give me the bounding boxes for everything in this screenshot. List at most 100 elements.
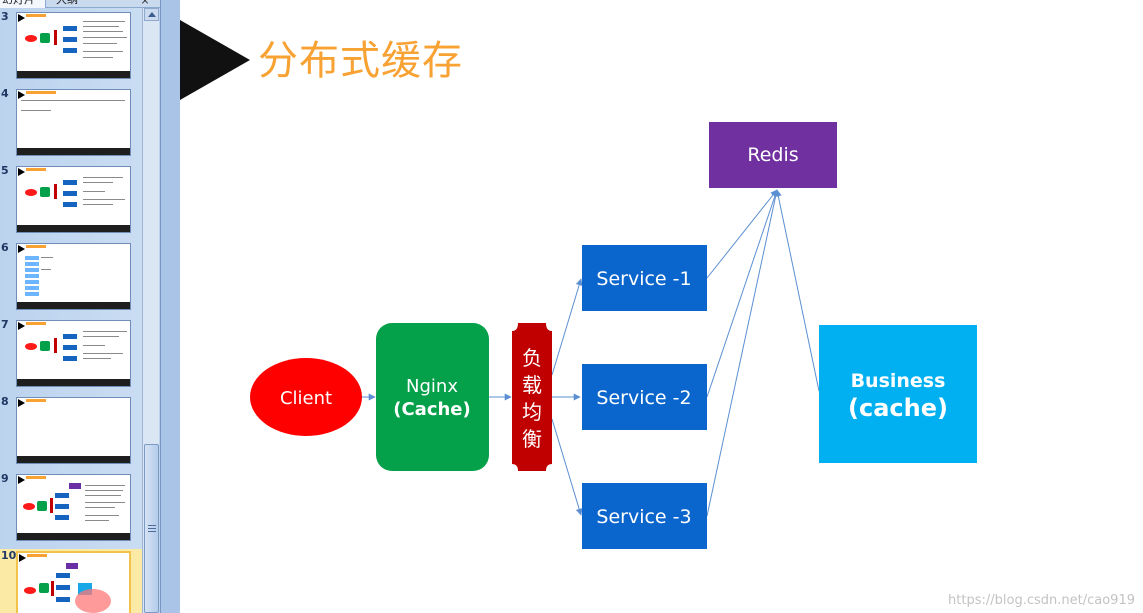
thumbnail-row[interactable]: 3 bbox=[0, 10, 142, 82]
thumbnail-row-selected[interactable]: 10 bbox=[0, 549, 142, 613]
thumb-shape bbox=[51, 581, 54, 596]
thumb-title bbox=[26, 245, 46, 248]
thumb-text-line bbox=[85, 515, 119, 516]
client-node[interactable] bbox=[250, 358, 362, 436]
slide-title[interactable]: 分布式缓存 bbox=[258, 38, 463, 84]
service-1-node[interactable] bbox=[582, 245, 707, 311]
slide-thumbnail[interactable] bbox=[16, 243, 131, 310]
load-balancer-char: 负 bbox=[522, 346, 542, 370]
thumbnail-row[interactable]: 6 bbox=[0, 241, 142, 313]
thumb-shape bbox=[25, 292, 39, 296]
slide-thumbnail[interactable] bbox=[16, 12, 131, 79]
thumb-text-line bbox=[85, 502, 125, 503]
thumb-shape bbox=[63, 191, 77, 196]
thumb-shape bbox=[56, 585, 70, 590]
thumb-shape bbox=[56, 573, 70, 578]
triangle-icon bbox=[18, 168, 25, 176]
triangle-icon bbox=[18, 91, 25, 99]
service-2-node[interactable] bbox=[582, 364, 707, 430]
connector-service2-redis bbox=[706, 189, 779, 398]
thumb-shape bbox=[69, 483, 81, 489]
load-balancer-node[interactable] bbox=[512, 323, 552, 471]
slide-thumbnail[interactable] bbox=[16, 320, 131, 387]
thumb-text-line bbox=[83, 177, 123, 178]
thumb-shape bbox=[37, 501, 47, 511]
thumb-text-line bbox=[83, 182, 113, 183]
service-3-label: Service -3 bbox=[596, 506, 691, 528]
thumbnail-row[interactable]: 8 bbox=[0, 395, 142, 467]
slide-thumbnail[interactable] bbox=[16, 474, 131, 541]
thumbnail-row[interactable]: 9 bbox=[0, 472, 142, 544]
slide-thumbnail[interactable] bbox=[16, 166, 131, 233]
slide-number: 7 bbox=[1, 318, 9, 331]
tab-slides[interactable]: 幻灯片 bbox=[0, 0, 46, 8]
thumb-text-line bbox=[85, 485, 125, 486]
thumb-footer bbox=[17, 456, 130, 463]
thumb-text-line bbox=[83, 191, 105, 192]
thumbnail-row[interactable]: 5 bbox=[0, 164, 142, 236]
thumb-title bbox=[26, 476, 46, 479]
slide-number: 4 bbox=[1, 87, 9, 100]
thumbnail-row[interactable]: 4 bbox=[0, 87, 142, 159]
nginx-node[interactable] bbox=[376, 323, 489, 471]
slide-number: 6 bbox=[1, 241, 9, 254]
thumb-footer bbox=[17, 148, 130, 155]
watermark-text: https://blog.csdn.net/cao919 bbox=[948, 593, 1135, 608]
load-balancer-char: 均 bbox=[522, 400, 542, 424]
architecture-diagram: Client Nginx (Cache) 负 载 均 衡 Service -1 … bbox=[250, 122, 977, 549]
service-2-label: Service -2 bbox=[596, 387, 691, 409]
slide-number: 10 bbox=[1, 549, 17, 562]
thumb-shape bbox=[25, 268, 39, 272]
service-3-node[interactable] bbox=[582, 483, 707, 549]
tab-outline[interactable]: 大纲 bbox=[48, 0, 88, 8]
thumbnail-row[interactable]: 7 bbox=[0, 318, 142, 390]
thumb-text-line bbox=[83, 43, 117, 44]
pane-splitter[interactable] bbox=[160, 0, 180, 613]
client-label: Client bbox=[280, 388, 332, 409]
thumb-shape bbox=[55, 515, 69, 520]
thumb-shape bbox=[40, 187, 50, 197]
thumb-text-line bbox=[83, 358, 111, 359]
thumb-shape bbox=[25, 274, 39, 278]
thumb-shape bbox=[23, 503, 35, 510]
thumb-shape bbox=[25, 343, 37, 350]
thumb-text-line bbox=[83, 353, 123, 354]
thumb-shape bbox=[54, 30, 57, 45]
connector-service1-redis bbox=[706, 189, 778, 279]
slide-canvas: 分布式缓存 Client bbox=[180, 0, 1143, 613]
thumb-footer bbox=[17, 533, 130, 540]
redis-node[interactable] bbox=[709, 122, 837, 188]
thumb-text-line bbox=[83, 51, 123, 52]
load-balancer-char: 衡 bbox=[522, 427, 542, 451]
triangle-icon bbox=[18, 322, 25, 330]
scroll-up-icon[interactable] bbox=[144, 8, 159, 21]
thumb-shape bbox=[63, 48, 77, 53]
scroll-thumb[interactable] bbox=[144, 444, 159, 613]
close-pane-icon[interactable]: × bbox=[140, 0, 150, 7]
nginx-cache-label: (Cache) bbox=[393, 399, 471, 420]
thumb-text-line bbox=[83, 199, 125, 200]
thumb-text-line bbox=[85, 507, 115, 508]
thumb-text-line bbox=[83, 336, 119, 337]
thumb-text-line bbox=[41, 257, 53, 258]
slide-thumbnail[interactable] bbox=[16, 397, 131, 464]
thumb-text-line bbox=[83, 37, 127, 38]
connector-lb-service3 bbox=[551, 418, 583, 516]
slide-number: 8 bbox=[1, 395, 9, 408]
thumb-shape bbox=[55, 493, 69, 498]
triangle-icon bbox=[18, 399, 25, 407]
thumb-shape bbox=[40, 33, 50, 43]
thumb-text-line bbox=[83, 21, 125, 22]
slide-thumbnail-selected[interactable] bbox=[16, 551, 131, 613]
slide-number: 3 bbox=[1, 10, 9, 23]
business-node[interactable] bbox=[819, 325, 977, 463]
connector-lb-service1 bbox=[551, 278, 583, 376]
thumb-shape bbox=[25, 256, 39, 260]
thumb-shape bbox=[40, 341, 50, 351]
thumb-text-line bbox=[83, 345, 105, 346]
slide-thumbnail[interactable] bbox=[16, 89, 131, 156]
thumb-text-line bbox=[85, 520, 109, 521]
thumbnail-scrollbar[interactable] bbox=[142, 8, 159, 613]
business-cache-label: (cache) bbox=[848, 394, 948, 422]
